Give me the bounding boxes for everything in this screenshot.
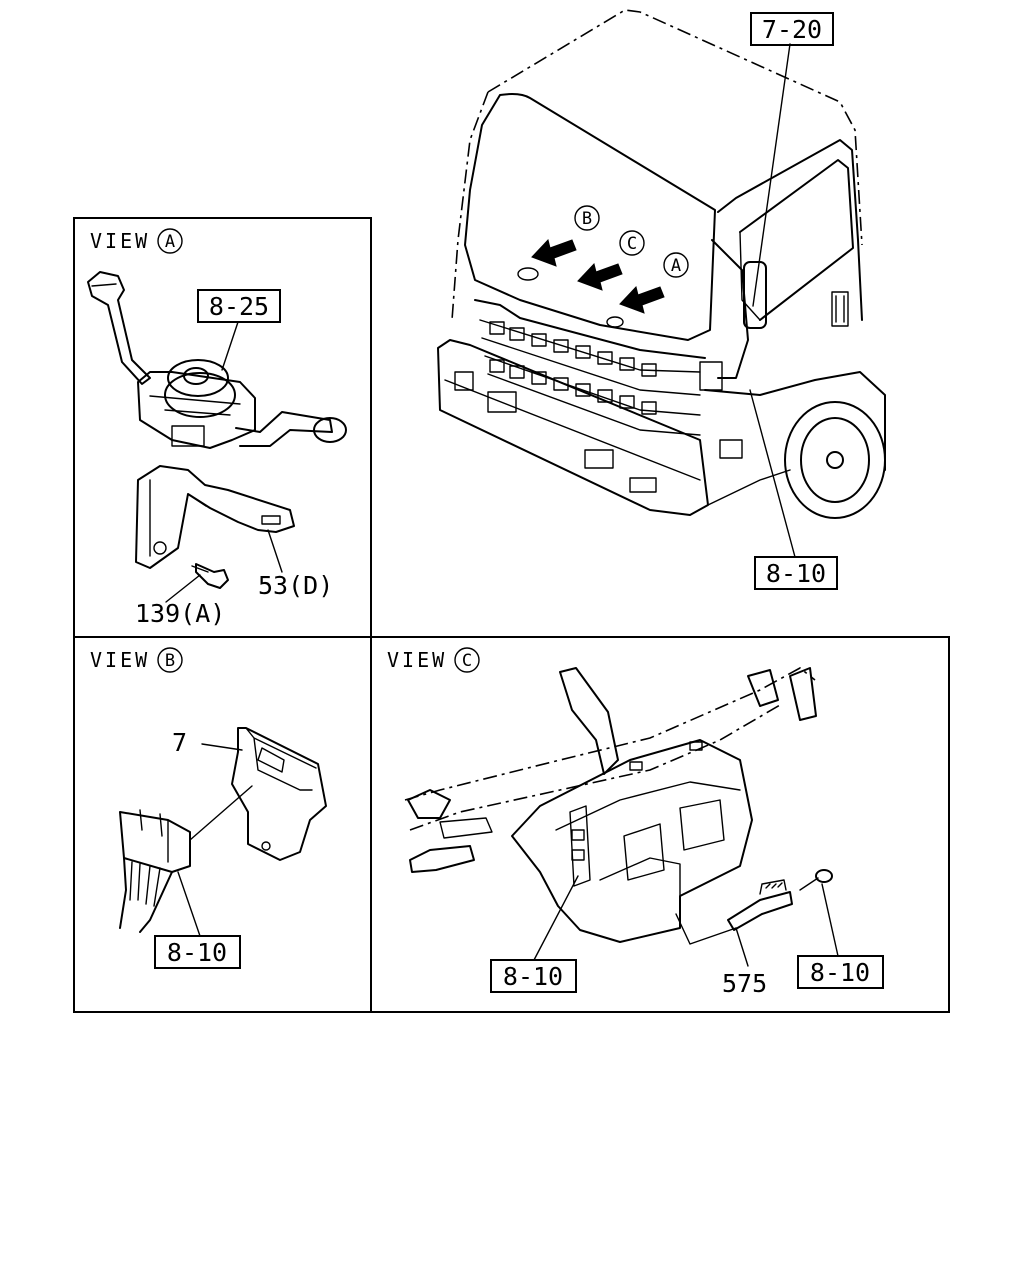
- view-b-letter: B: [165, 651, 175, 671]
- ref-box-8-25: 8-25: [197, 289, 281, 323]
- view-c-title-text: VIEW: [387, 648, 447, 672]
- marker-b-label: B: [582, 209, 592, 229]
- ref-8-10-truck-label: 8-10: [766, 559, 826, 588]
- marker-c: C: [619, 230, 645, 256]
- view-b-title: VIEW B: [90, 647, 183, 673]
- view-c-title: VIEW C: [387, 647, 480, 673]
- ref-box-8-10-truck: 8-10: [754, 556, 838, 590]
- ref-box-8-10-c-right: 8-10: [797, 955, 884, 989]
- ref-8-10-c-left-label: 8-10: [503, 962, 563, 991]
- marker-b: B: [574, 205, 600, 231]
- ref-8-10-c-right-label: 8-10: [810, 958, 870, 987]
- arrow-a-icon: [619, 285, 665, 314]
- part-53d-label: 53(D): [258, 571, 333, 600]
- view-a-title: VIEW A: [90, 228, 183, 254]
- truck-cab-illustration: B C A: [437, 9, 886, 558]
- ref-box-7-20: 7-20: [750, 12, 834, 46]
- view-a-letter: A: [165, 232, 175, 252]
- part-575-label: 575: [722, 969, 767, 998]
- view-a-title-text: VIEW: [90, 229, 150, 253]
- ref-7-20-label: 7-20: [762, 15, 822, 44]
- part-7-label: 7: [172, 728, 187, 757]
- ref-8-10-b-label: 8-10: [167, 938, 227, 967]
- view-b-title-text: VIEW: [90, 648, 150, 672]
- ref-box-8-10-c-left: 8-10: [490, 959, 577, 993]
- view-c-frame: [370, 636, 950, 1013]
- marker-a-label: A: [671, 256, 681, 276]
- ref-8-25-label: 8-25: [209, 292, 269, 321]
- dashboard-frame-illustration: [404, 667, 839, 967]
- ref-box-8-10-b: 8-10: [154, 935, 241, 969]
- arrow-b-icon: [531, 238, 577, 267]
- arrow-c-icon: [577, 262, 623, 291]
- view-c-letter: C: [462, 651, 472, 671]
- marker-a: A: [663, 252, 689, 278]
- view-frames: [73, 217, 950, 1013]
- marker-c-label: C: [627, 234, 637, 254]
- bracket-connector-illustration: [119, 727, 327, 937]
- part-139a-label: 139(A): [135, 599, 225, 628]
- combination-switch-illustration: [87, 271, 347, 603]
